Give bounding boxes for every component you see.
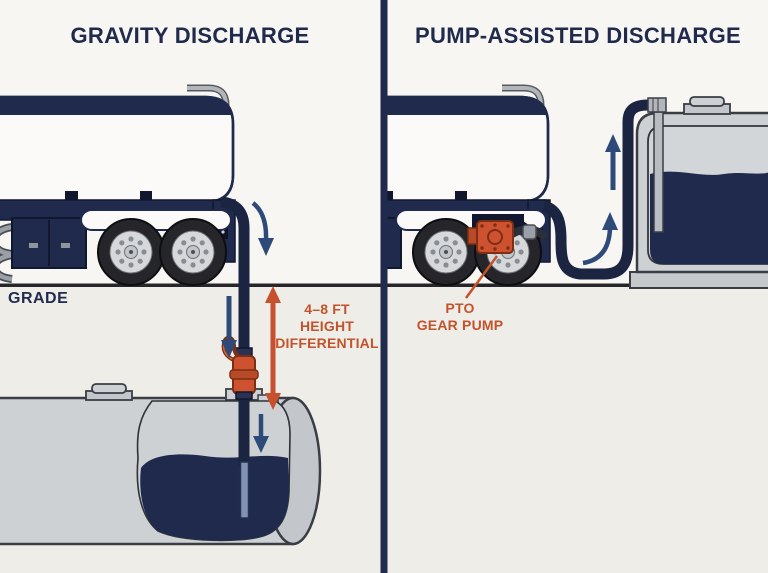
hose-fitting	[647, 97, 667, 113]
right-panel-art	[286, 88, 768, 299]
tank-liquid	[140, 454, 289, 541]
flow-arrow-down-icon	[221, 296, 237, 358]
flow-arrow-up-icon	[582, 212, 618, 266]
height-differential-label: 4–8 FT HEIGHT DIFFERENTIAL	[270, 301, 384, 352]
pump-leader-line	[464, 255, 499, 299]
pump-label-line1: PTO	[445, 300, 475, 316]
transfer-hose	[542, 99, 660, 280]
flow-arrow-down-icon	[253, 414, 269, 453]
pto-gear-pump	[467, 214, 549, 254]
above-ground-tank	[629, 96, 768, 289]
tank-base-pad	[629, 271, 768, 289]
flow-arrow-up-icon	[605, 134, 621, 190]
drop-tube	[653, 111, 664, 233]
left-panel-art	[0, 88, 322, 546]
manhole-cap	[85, 383, 133, 401]
right-panel-title: PUMP-ASSISTED DISCHARGE	[415, 23, 741, 48]
height-differential-line3: DIFFERENTIAL	[275, 335, 379, 351]
left-panel-title: GRAVITY DISCHARGE	[70, 23, 310, 48]
grade-label: GRADE	[8, 290, 69, 307]
underground-tank	[0, 383, 322, 546]
tank-cap	[683, 96, 731, 115]
height-differential-line1: 4–8 FT	[304, 301, 350, 317]
flow-arrow-down-icon	[251, 201, 274, 256]
tank-liquid	[650, 171, 768, 264]
tanker-truck-left	[0, 88, 235, 285]
drop-tube	[239, 461, 250, 519]
pto-gear-pump-label: PTO GEAR PUMP	[403, 300, 517, 334]
discharge-pipe	[220, 196, 250, 466]
height-differential-line2: HEIGHT	[299, 318, 355, 334]
panel-divider	[380, 0, 388, 573]
pump-label-line2: GEAR PUMP	[416, 317, 504, 333]
height-differential-arrow-icon	[265, 286, 281, 410]
